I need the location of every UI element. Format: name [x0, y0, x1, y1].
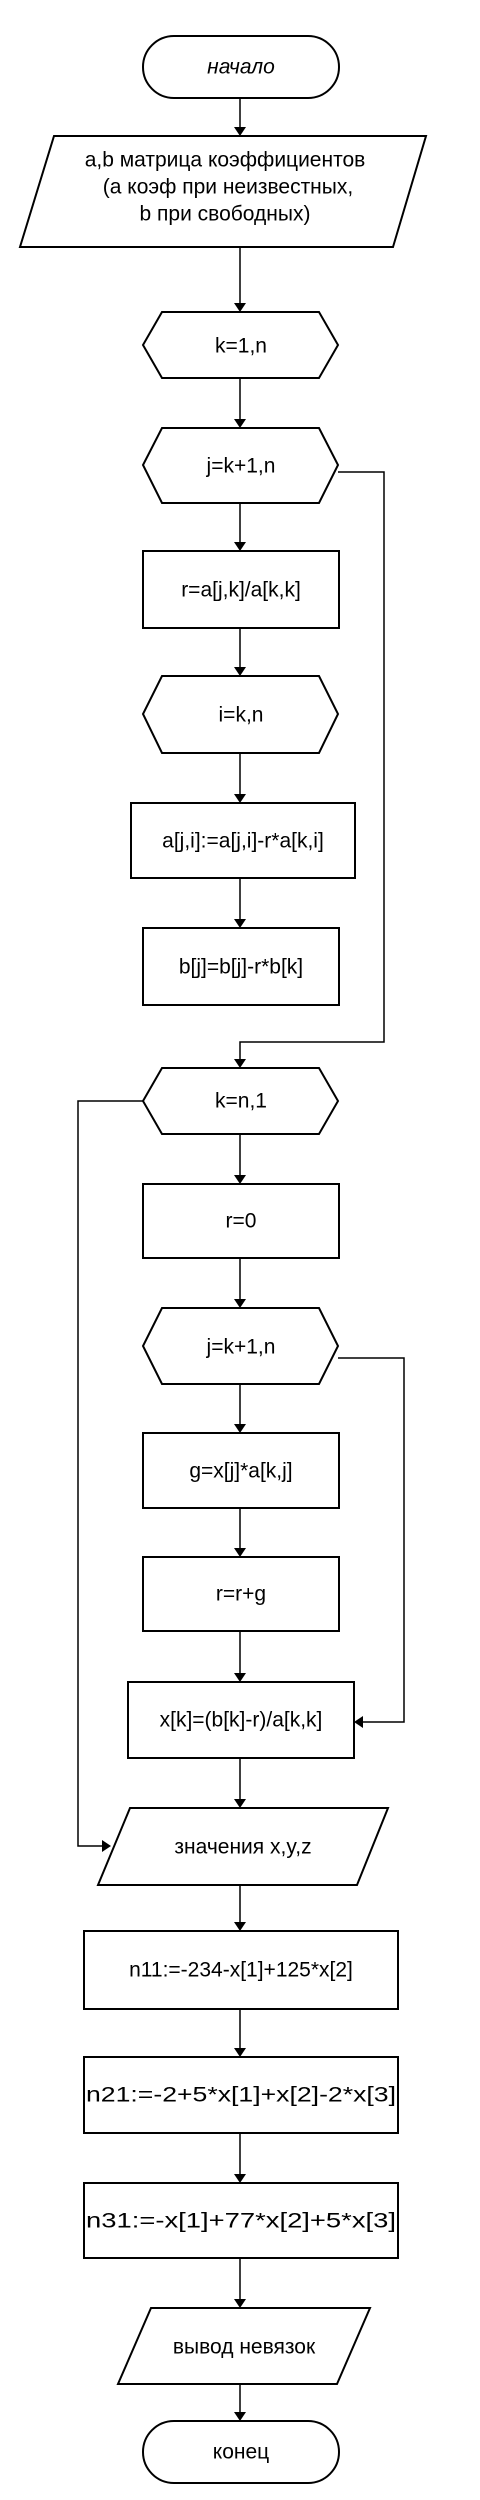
calc-g-label: g=x[j]*a[k,j] — [189, 1460, 292, 1483]
loop-j-forward-node: j=k+1,n — [141, 427, 340, 504]
calc-r-sum-node: r=r+g — [142, 1556, 340, 1632]
loop-i-node: i=k,n — [141, 675, 340, 754]
loop-j-forward-label: j=k+1,n — [206, 455, 276, 478]
input-label-line2: (а коэф при неизвестных, — [103, 176, 353, 199]
input-label-line3: b при свободных) — [140, 203, 311, 226]
output-residuals-label: вывод невязок — [173, 2336, 316, 2359]
loop-k-forward-label: k=1,n — [215, 335, 267, 358]
input-label-line1: a,b матрица коэффициентов — [85, 149, 366, 172]
calc-n31-label: n31:=-x[1]+77*x[2]+5*x[3] — [86, 2210, 396, 2233]
start-node: начало — [142, 35, 340, 99]
loop-j-backward-node: j=k+1,n — [141, 1307, 340, 1385]
calc-r-zero-label: r=0 — [226, 1210, 257, 1233]
end-node: конец — [142, 2420, 340, 2484]
calc-r-ratio-node: r=a[j,k]/a[k,k] — [142, 550, 340, 629]
calc-b-update-label: b[j]=b[j]-r*b[k] — [179, 956, 303, 979]
loop-i-label: i=k,n — [219, 704, 264, 727]
end-label: конец — [213, 2441, 269, 2464]
calc-b-update-node: b[j]=b[j]-r*b[k] — [142, 927, 340, 1006]
start-label: начало — [207, 56, 275, 79]
loop-j-backward-label: j=k+1,n — [206, 1336, 276, 1359]
calc-r-ratio-label: r=a[j,k]/a[k,k] — [181, 579, 301, 602]
calc-n11-node: n11:=-234-x[1]+125*x[2] — [83, 1930, 399, 2010]
calc-n11-label: n11:=-234-x[1]+125*x[2] — [129, 1959, 353, 1982]
calc-r-sum-label: r=r+g — [216, 1583, 266, 1606]
calc-a-update-label: a[j,i]:=a[j,i]-r*a[k,i] — [162, 830, 324, 853]
calc-n31-node: n31:=-x[1]+77*x[2]+5*x[3] — [83, 2182, 399, 2259]
calc-a-update-node: a[j,i]:=a[j,i]-r*a[k,i] — [130, 802, 356, 879]
output-values-label: значения x,y,z — [174, 1836, 311, 1859]
calc-n21-node: n21:=-2+5*x[1]+x[2]-2*x[3] — [83, 2056, 399, 2134]
loop-k-forward-node: k=1,n — [141, 311, 340, 379]
calc-g-node: g=x[j]*a[k,j] — [142, 1432, 340, 1509]
calc-x-label: x[k]=(b[k]-r)/a[k,k] — [160, 1709, 323, 1732]
output-residuals-node: вывод невязок — [116, 2307, 372, 2385]
loop-k-backward-label: k=n,1 — [215, 1090, 267, 1113]
calc-x-node: x[k]=(b[k]-r)/a[k,k] — [127, 1681, 355, 1759]
calc-n21-label: n21:=-2+5*x[1]+x[2]-2*x[3] — [86, 2084, 396, 2107]
calc-r-zero-node: r=0 — [142, 1183, 340, 1259]
loop-k-backward-node: k=n,1 — [141, 1067, 340, 1135]
output-values-node: значения x,y,z — [96, 1807, 390, 1886]
connectors — [77, 98, 405, 2421]
input-matrix-node: a,b матрица коэффициентов (а коэф при не… — [18, 135, 428, 248]
